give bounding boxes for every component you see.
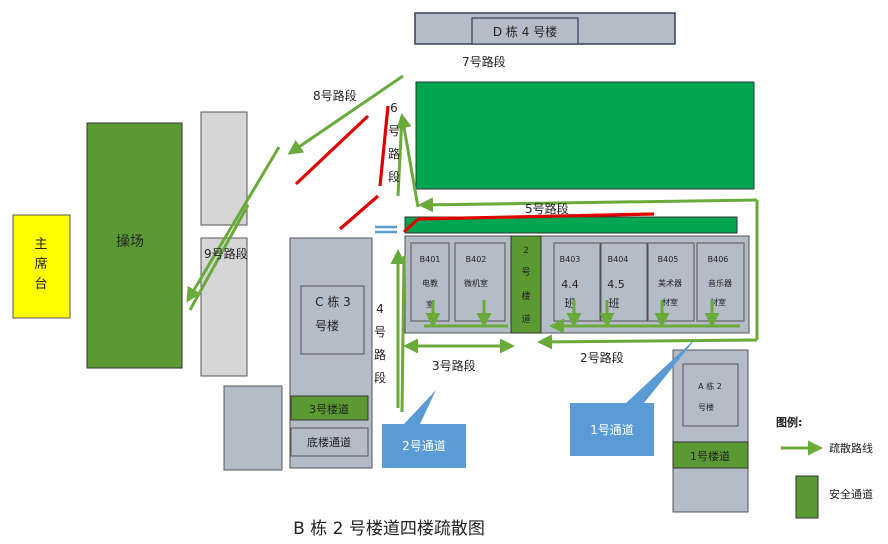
svg-text:B403: B403 [560,255,581,264]
c-building-label-1: C 栋 3 [315,294,351,309]
svg-text:美术器: 美术器 [658,278,682,288]
svg-text:4: 4 [376,302,384,316]
svg-text:B404: B404 [608,255,629,264]
seg4-label: 4 号 路 段 [374,302,386,385]
podium-char-2: 席 [34,256,47,272]
svg-text:号: 号 [388,124,400,138]
seg2-label: 2号路段 [580,350,624,365]
stairwell-2: 2 号 楼 道 [510,235,542,334]
svg-text:材室: 材室 [710,297,726,307]
legend-heading: 图例: [776,415,802,429]
playground: 操场 [86,122,183,369]
d-building: D 栋 4 号楼 [414,12,676,45]
d-building-label: D 栋 4 号楼 [493,24,557,39]
passage-mark [375,225,397,234]
room-b403: B403 4.4 班 [553,242,601,322]
svg-text:室: 室 [426,299,434,309]
seg9-label: 9号路段 [204,246,248,261]
evacuation-routes [186,74,759,413]
seg5-label: 5号路段 [525,201,569,216]
svg-text:号楼: 号楼 [698,402,714,412]
podium-char-1: 主 [34,237,47,252]
channel-2: 2号通道 [382,390,466,468]
stair3-label: 3号楼道 [309,402,349,416]
svg-text:B406: B406 [708,255,729,264]
svg-text:B401: B401 [420,255,441,264]
b-building: B401 电教 室 B402 微机室 B403 4.4 班 B404 4.5 班… [404,216,750,334]
legend: 图例: 疏散路线 安全通道 [776,415,873,519]
seg3-label: 3号路段 [432,358,476,373]
diagram-title: B 栋 2 号楼道四楼疏散图 [293,519,485,539]
svg-text:B402: B402 [466,255,487,264]
podium-char-3: 台 [34,277,47,292]
svg-text:电教: 电教 [422,278,438,288]
svg-text:2: 2 [523,246,529,256]
playground-label: 操场 [116,234,144,250]
c-building: C 栋 3 号楼 3号楼道 底楼通道 [289,237,373,469]
seg8-label: 8号路段 [313,88,357,103]
svg-text:班: 班 [609,297,620,310]
gray-strip-upper [200,111,248,226]
green-field [415,81,755,190]
svg-text:微机室: 微机室 [464,278,488,288]
podium: 主 席 台 [12,214,71,319]
gray-strip-lower [200,237,248,377]
svg-text:楼: 楼 [521,290,530,302]
svg-text:段: 段 [388,169,400,184]
svg-text:音乐器: 音乐器 [708,278,732,288]
svg-text:B405: B405 [658,255,679,264]
svg-text:6: 6 [390,101,398,115]
svg-text:班: 班 [565,297,576,310]
svg-text:4.4: 4.4 [561,278,579,291]
seg7-label: 7号路段 [462,54,506,69]
svg-text:道: 道 [521,313,530,325]
legend-route-label: 疏散路线 [829,441,873,455]
seg6-label: 6 号 路 段 [388,101,400,184]
channel1-label: 1号通道 [590,423,634,437]
svg-text:段: 段 [374,370,386,385]
channel2-label: 2号通道 [402,439,446,453]
room-b405: B405 美术器 材室 [647,242,695,322]
room-b404: B404 4.5 班 [600,242,648,322]
room-b402: B402 微机室 [454,242,506,322]
svg-text:路: 路 [374,347,386,362]
room-b406: B406 音乐器 材室 [696,242,745,322]
gray-block [223,385,283,471]
channel-1: 1号通道 [570,337,697,456]
svg-text:号: 号 [521,267,530,278]
basement-label: 底楼通道 [307,435,351,449]
c-building-label-2: 号楼 [315,318,339,333]
svg-text:路: 路 [388,146,400,161]
a-building: A 栋 2 号楼 1号楼道 [672,349,749,513]
legend-safe-label: 安全通道 [829,487,873,501]
svg-text:4.5: 4.5 [607,278,625,291]
svg-text:A 栋 2: A 栋 2 [698,381,722,391]
room-b401: B401 电教 室 [410,242,450,322]
blocked-lines [294,105,655,234]
svg-text:号: 号 [374,325,386,339]
stair1-label: 1号楼道 [690,449,730,463]
legend-safe-swatch [795,475,819,519]
svg-text:材室: 材室 [662,297,678,307]
